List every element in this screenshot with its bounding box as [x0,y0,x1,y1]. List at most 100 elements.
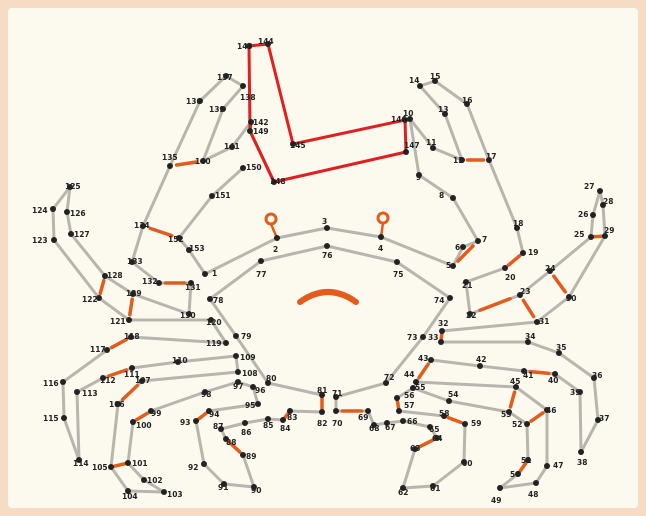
dot-108[interactable] [235,369,241,375]
dot-110[interactable] [175,359,181,365]
dot-6[interactable] [460,244,466,250]
dot-104[interactable] [125,488,131,494]
dot-118[interactable] [128,334,134,340]
dot-3[interactable] [324,225,330,231]
dot-80[interactable] [265,380,271,386]
dot-153[interactable] [186,247,192,253]
dot-48[interactable] [533,480,539,486]
dot-9[interactable] [416,172,422,178]
dot-20[interactable] [502,265,508,271]
dot-62[interactable] [400,485,406,491]
dot-53[interactable] [506,409,512,415]
dot-97[interactable] [235,379,241,385]
dot-96[interactable] [250,384,256,390]
dot-120[interactable] [208,317,214,323]
dot-131[interactable] [188,280,194,286]
dot-36[interactable] [591,375,597,381]
dot-139[interactable] [220,106,226,112]
dot-24[interactable] [547,268,553,274]
dot-136[interactable] [197,98,203,104]
dot-47[interactable] [544,463,550,469]
dot-89[interactable] [240,452,246,458]
dot-23[interactable] [517,292,523,298]
dot-81[interactable] [319,392,325,398]
dot-40[interactable] [552,371,558,377]
dot-99[interactable] [148,408,154,414]
dot-145[interactable] [290,141,296,147]
dot-92[interactable] [201,461,207,467]
dot-18[interactable] [514,225,520,231]
dot-66[interactable] [400,418,406,424]
dot-42[interactable] [477,363,483,369]
dot-149[interactable] [247,128,253,134]
dot-74[interactable] [447,295,453,301]
dot-11[interactable] [430,145,436,151]
dot-107[interactable] [139,378,145,384]
dot-150[interactable] [240,165,246,171]
dot-95[interactable] [255,401,261,407]
dot-134[interactable] [140,223,146,229]
dot-78[interactable] [207,296,213,302]
dot-123[interactable] [51,237,57,243]
dot-59[interactable] [462,421,468,427]
dot-50[interactable] [515,471,521,477]
dot-34[interactable] [525,339,531,345]
dot-109[interactable] [233,353,239,359]
dot-115[interactable] [61,415,67,421]
dot-21[interactable] [463,279,469,285]
dot-140[interactable] [200,158,206,164]
dot-7[interactable] [475,238,481,244]
dot-12[interactable] [459,157,465,163]
dot-22[interactable] [467,311,473,317]
dot-117[interactable] [104,347,110,353]
dot-37[interactable] [595,417,601,423]
dot-61[interactable] [430,483,436,489]
dot-1[interactable] [202,271,208,277]
dot-43[interactable] [428,357,434,363]
dot-layer[interactable] [50,41,608,495]
dot-91[interactable] [221,481,227,487]
dot-85[interactable] [265,416,271,422]
dot-69[interactable] [365,408,371,414]
dot-112[interactable] [100,375,106,381]
dot-146[interactable] [402,117,408,123]
dot-82[interactable] [319,409,325,415]
dot-126[interactable] [64,209,70,215]
dot-129[interactable] [130,291,136,297]
dot-54[interactable] [446,398,452,404]
dot-94[interactable] [206,408,212,414]
dot-102[interactable] [141,477,147,483]
dot-51[interactable] [525,457,531,463]
dot-16[interactable] [464,101,470,107]
dot-73[interactable] [420,334,426,340]
dot-105[interactable] [108,464,114,470]
dot-116[interactable] [60,379,66,385]
dot-135[interactable] [167,163,173,169]
dot-130[interactable] [186,311,192,317]
dot-45[interactable] [513,384,519,390]
dot-56[interactable] [394,395,400,401]
dot-32[interactable] [439,328,445,334]
dot-4[interactable] [378,234,384,240]
dot-98[interactable] [202,389,208,395]
dot-57[interactable] [396,408,402,414]
dot-125[interactable] [67,184,73,190]
dot-70[interactable] [333,408,339,414]
dot-27[interactable] [597,188,603,194]
dot-44[interactable] [413,379,419,385]
dot-88[interactable] [223,436,229,442]
dot-101[interactable] [125,460,131,466]
dot-14[interactable] [417,83,423,89]
dot-142[interactable] [248,119,254,125]
dot-46[interactable] [544,407,550,413]
dot-13[interactable] [442,111,448,117]
dot-83[interactable] [287,408,293,414]
dot-124[interactable] [50,206,56,212]
dot-67[interactable] [384,420,390,426]
dot-77[interactable] [258,258,264,264]
dot-138[interactable] [240,83,246,89]
dot-33[interactable] [438,339,444,345]
dot-100[interactable] [130,419,136,425]
dot-133[interactable] [129,259,135,265]
dot-90[interactable] [251,484,257,490]
